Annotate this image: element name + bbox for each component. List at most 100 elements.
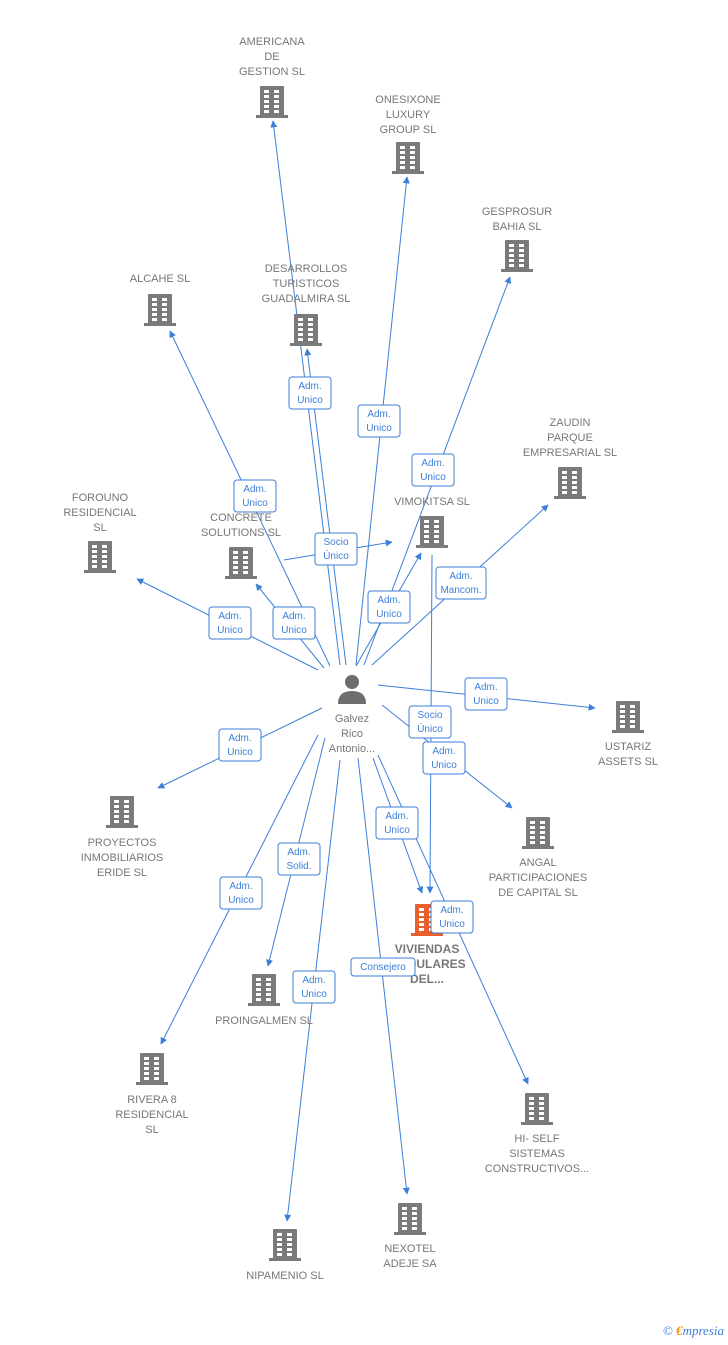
building-icon	[416, 516, 448, 548]
building-icon	[394, 1203, 426, 1235]
edge-badge-label: Unico	[242, 498, 268, 509]
building-icon	[136, 1053, 168, 1085]
edge-badge-glconcrete[interactable]: Adm.Unico	[272, 606, 316, 640]
edge-badge-box	[430, 900, 474, 934]
edge-badge-label: Adm.	[385, 811, 408, 822]
edge-badge-proingalmen[interactable]: Adm.Solid.	[277, 842, 321, 876]
node-label: GESTION SL	[239, 66, 305, 78]
edge-badge-viviendas[interactable]: Adm. Unico	[375, 806, 419, 840]
edge-badge-label: Mancom.	[440, 585, 481, 596]
building-icon	[106, 796, 138, 828]
edge-badge-label: Adm.	[440, 905, 463, 916]
building-icon	[554, 467, 586, 499]
node-label: RESIDENCIAL	[115, 1109, 188, 1121]
edge-badge-box	[292, 970, 336, 1004]
edge-badge-box	[277, 842, 321, 876]
edge-badge-zaudin[interactable]: Adm.Mancom.	[435, 566, 487, 600]
edge-badge-label: Unico	[366, 423, 392, 434]
node-label: AMERICANA	[239, 36, 305, 48]
node-label: DEL...	[410, 972, 444, 986]
edge-badge-label: Adm.	[367, 409, 390, 420]
edge-badge-hiself[interactable]: Adm.Unico	[430, 900, 474, 934]
edge-badge-onesixone[interactable]: Adm. Unico	[357, 404, 401, 438]
node-hiself[interactable]: HI- SELFSISTEMASCONSTRUCTIVOS...	[485, 1093, 590, 1175]
node-label: NEXOTEL	[384, 1243, 435, 1255]
node-nexotel[interactable]: NEXOTEL ADEJE SA	[383, 1203, 437, 1270]
node-proingalmen[interactable]: PROINGALMEN SL	[215, 974, 313, 1027]
edge-badge-ustariz[interactable]: Adm.Unico	[464, 677, 508, 711]
footer-brand[interactable]: © €mpresia	[663, 1323, 724, 1339]
node-alcahe[interactable]: ALCAHE SL	[130, 273, 191, 326]
edge-badge-label: Adm.	[298, 381, 321, 392]
edge-badge-label: Adm.	[302, 975, 325, 986]
edge-badge-rivera[interactable]: Adm. Unico	[219, 876, 263, 910]
building-icon	[256, 86, 288, 118]
edge-badge-label: Adm.	[282, 611, 305, 622]
node-person[interactable]: GalvezRicoAntonio...	[329, 675, 375, 755]
edge-badge-proyectos[interactable]: Adm.Unico	[218, 728, 262, 762]
node-nipamenio[interactable]: NIPAMENIO SL	[246, 1229, 324, 1282]
node-label: ASSETS SL	[598, 756, 658, 768]
node-label: SOLUTIONS SL	[201, 527, 281, 539]
edge-badge-forouno[interactable]: Adm.Unico	[208, 606, 252, 640]
person-label: Rico	[341, 728, 363, 740]
node-label: PARTICIPACIONES	[489, 872, 587, 884]
building-icon	[290, 314, 322, 346]
edge-badge-label: Único	[323, 549, 349, 562]
node-label: GROUP SL	[380, 124, 437, 136]
edge-badge-label: Adm.	[243, 484, 266, 495]
edge-badge-label: Unico	[228, 895, 254, 906]
building-icon	[501, 240, 533, 272]
node-label: VIMOKITSA SL	[394, 496, 470, 508]
node-label: TURISTICOS	[273, 278, 340, 290]
person-label: Antonio...	[329, 743, 375, 755]
edge-badge-box	[272, 606, 316, 640]
edge-badge-box	[233, 479, 277, 513]
edge-badge-label: Unico	[431, 760, 457, 771]
node-label: NIPAMENIO SL	[246, 1270, 323, 1282]
edge-badge-label: Unico	[420, 472, 446, 483]
edge-badge-box	[422, 741, 466, 775]
edges-layer	[136, 120, 596, 1222]
edge-badge-vimokitsa[interactable]: Adm.Unico	[367, 590, 411, 624]
edge-badge-alcahe[interactable]: Adm. Unico	[233, 479, 277, 513]
edge-badge-label: Adm.	[229, 881, 252, 892]
edge-badge-label: Unico	[376, 609, 402, 620]
edge-badge-label: Adm.	[287, 847, 310, 858]
edge-badge-box	[288, 376, 332, 410]
edge-badge-angal[interactable]: Adm.Unico	[422, 741, 466, 775]
node-label: ERIDE SL	[97, 867, 147, 879]
brand-logo: €mpresia	[676, 1323, 724, 1338]
edge-badge-label: Adm.	[474, 682, 497, 693]
edge-badge-nexotel[interactable]: Consejero	[350, 957, 416, 977]
node-label: DE CAPITAL SL	[498, 887, 577, 899]
node-label: SISTEMAS	[509, 1148, 565, 1160]
building-icon	[269, 1229, 301, 1261]
node-label: ADEJE SA	[383, 1258, 437, 1270]
edge-badge-label: Socio	[417, 710, 442, 721]
edge-badge-label: Unico	[384, 825, 410, 836]
building-icon	[522, 817, 554, 849]
node-vimokitsa[interactable]: VIMOKITSA SL	[394, 496, 470, 548]
edge-badge-box	[314, 532, 358, 566]
edge-badge-nipamenio[interactable]: Adm. Unico	[292, 970, 336, 1004]
edge-badge-gesprosur[interactable]: Adm.Unico	[411, 453, 455, 487]
edge-badge-label: Adm.	[218, 611, 241, 622]
edge-badge-box	[219, 876, 263, 910]
edge-badge-label: Unico	[301, 989, 327, 1000]
edge-badge-americana[interactable]: Adm.Unico	[288, 376, 332, 410]
node-label: GUADALMIRA SL	[262, 293, 351, 305]
